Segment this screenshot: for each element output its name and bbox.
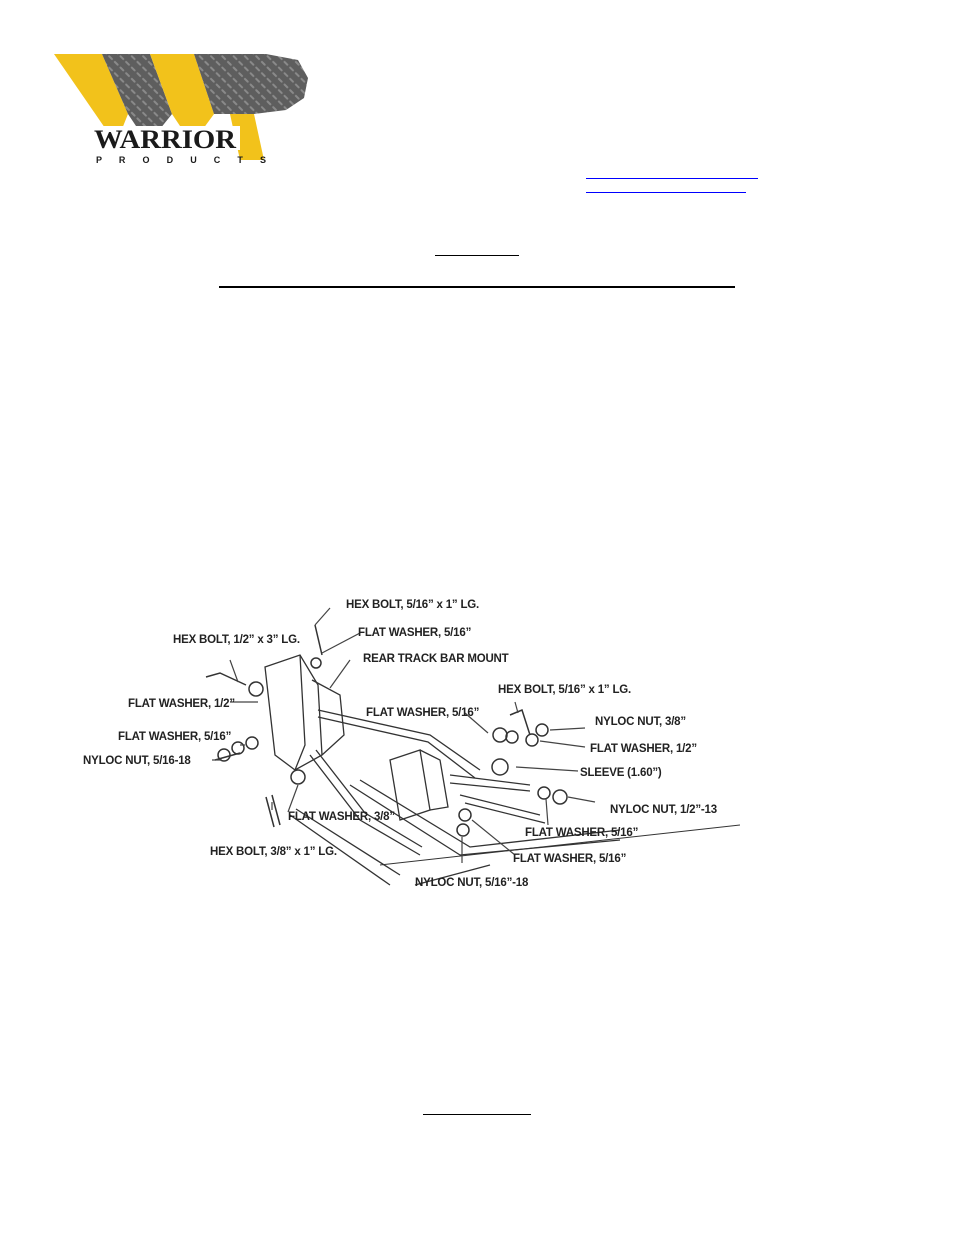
label-hex-bolt-38: HEX BOLT, 3/8” x 1” LG. bbox=[210, 846, 337, 858]
contact-link-1[interactable] bbox=[586, 178, 758, 179]
heading-underline bbox=[435, 255, 519, 256]
label-flat-washer-38: FLAT WASHER, 3/8” bbox=[288, 811, 395, 823]
label-flat-washer-half: FLAT WASHER, 1/2” bbox=[128, 698, 235, 710]
exploded-parts-diagram: HEX BOLT, 5/16” x 1” LG. FLAT WASHER, 5/… bbox=[83, 599, 740, 889]
title-underline bbox=[219, 286, 735, 288]
logo-tagline: P R O D U C T S bbox=[96, 155, 266, 165]
label-flat-washer-516-mid: FLAT WASHER, 5/16” bbox=[366, 707, 479, 719]
label-hex-bolt-right: HEX BOLT, 5/16” x 1” LG. bbox=[498, 684, 631, 696]
label-nyloc-nut-516-bottom: NYLOC NUT, 5/16”-18 bbox=[415, 877, 529, 889]
label-hex-bolt-half: HEX BOLT, 1/2” x 3” LG. bbox=[173, 634, 300, 646]
label-flat-washer-516-left: FLAT WASHER, 5/16” bbox=[118, 731, 231, 743]
label-nyloc-nut-38: NYLOC NUT, 3/8” bbox=[595, 716, 686, 728]
label-flat-washer-516-r1: FLAT WASHER, 5/16” bbox=[525, 827, 638, 839]
section-underline bbox=[423, 1114, 531, 1115]
label-flat-washer-half-right: FLAT WASHER, 1/2” bbox=[590, 743, 697, 755]
warrior-products-logo: WARRIOR P R O D U C T S bbox=[54, 54, 308, 165]
logo-wordmark: WARRIOR bbox=[94, 125, 236, 154]
label-sleeve: SLEEVE (1.60”) bbox=[580, 767, 662, 779]
label-nyloc-nut-516-left: NYLOC NUT, 5/16-18 bbox=[83, 755, 191, 767]
contact-link-2[interactable] bbox=[586, 192, 746, 193]
label-rear-track-bar-mount: REAR TRACK BAR MOUNT bbox=[363, 653, 509, 665]
label-nyloc-nut-half: NYLOC NUT, 1/2”-13 bbox=[610, 804, 717, 816]
label-flat-washer-top: FLAT WASHER, 5/16” bbox=[358, 627, 471, 639]
label-hex-bolt-top: HEX BOLT, 5/16” x 1” LG. bbox=[346, 599, 479, 611]
label-flat-washer-516-r2: FLAT WASHER, 5/16” bbox=[513, 853, 626, 865]
